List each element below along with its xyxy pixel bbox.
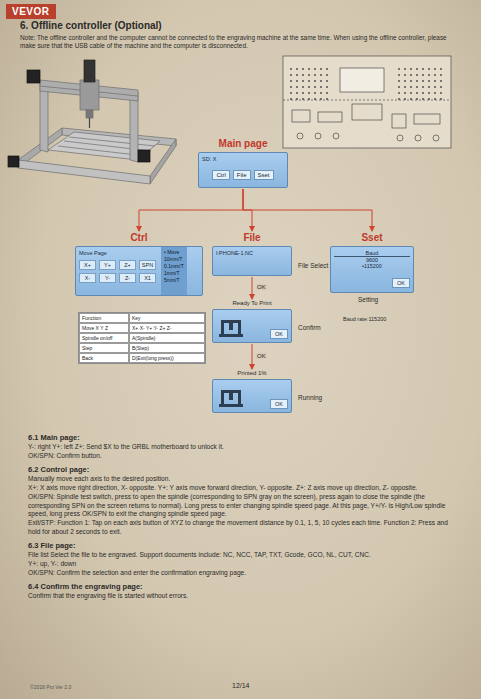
section-heading: 6.2 Control page: (28, 465, 456, 474)
section-heading: 6.4 Confirm the engraving page: (28, 582, 456, 591)
screen-title: Ready To Print (212, 300, 292, 306)
lcd-screen: OK (212, 309, 292, 343)
edge-label: OK (256, 353, 267, 359)
machine-icon (216, 317, 246, 339)
lcd-screen: I:PHONE-1.NC (212, 246, 292, 276)
button-text: File (237, 172, 247, 178)
controller-board (283, 56, 451, 148)
button-text: Ctrl (216, 172, 225, 178)
paragraph: Confirm that the engraving file is start… (28, 592, 456, 601)
setting-title: Baud (334, 250, 410, 257)
page-title: Move Page (79, 250, 156, 256)
footer-version: ©2018 Pro Ver 2.0 (30, 684, 71, 690)
screen-node: Printed 1% OK (212, 370, 292, 413)
menu-button: File (233, 170, 251, 180)
step-option: • Move (164, 249, 184, 255)
screen-title: Main page (198, 138, 288, 149)
axis-button: Y+ (99, 260, 116, 270)
section-title: 6. Offline controller (Optional) (20, 20, 162, 31)
table-cell: Move X Y Z (79, 323, 129, 333)
screen-node: CtrlMove PageX+Y+Z+SPN X-Y-Z-X1 • Move10mm… (75, 232, 203, 296)
ok-button: OK (270, 329, 288, 339)
screen-node: Ready To Print OK (212, 300, 292, 343)
section-heading: 6.1 Main page: (28, 433, 456, 442)
step-panel: • Move10mm/T0.1mm/T1mm/T5mm/T (161, 247, 187, 295)
flow-arrow (252, 344, 253, 369)
side-label: Confirm (298, 324, 321, 331)
ok-row: OK (334, 271, 410, 289)
baud-option: •115200 (334, 263, 410, 269)
lcd-screen: OK (212, 379, 292, 413)
axis-button: Z+ (119, 260, 136, 270)
axis-buttons: X+Y+Z+SPN X-Y-Z-X1 (79, 260, 156, 283)
side-label: File Select (298, 262, 328, 269)
paragraph: Y-: right Y+: left Z+: Send $X to the GR… (28, 443, 456, 452)
machine-icon (216, 387, 246, 409)
axis-button: Y- (99, 273, 116, 283)
step-option: 5mm/T (164, 277, 184, 283)
lcd-screen: SD: X Ctrl File Sset (198, 152, 288, 188)
button-row: Ctrl File Sset (202, 170, 284, 180)
section-heading: 6.3 File page: (28, 541, 456, 550)
screen-title: Ctrl (75, 232, 203, 243)
step-option: 10mm/T (164, 256, 184, 262)
paragraph: Exit/STP: Function 1: Tap on each axis b… (28, 519, 456, 536)
side-label: Setting (358, 296, 378, 303)
screen-title: Sset (330, 232, 414, 243)
table-cell: Function (79, 313, 129, 323)
ok-button: OK (392, 278, 410, 288)
menu-button: Sset (254, 170, 274, 180)
button-area: Move PageX+Y+Z+SPN X-Y-Z-X1 (79, 247, 156, 295)
baud-option: 9600 (334, 257, 410, 263)
screen-title: Printed 1% (212, 370, 292, 376)
paragraph: Manually move each axis to the desired p… (28, 475, 456, 484)
screen-node: SsetBaud9600•115200OK (330, 232, 414, 293)
note-text: Note: The offline controller and the com… (20, 34, 460, 51)
table-cell: D(Exit(long press)) (129, 353, 205, 363)
table-cell: X+ X- Y+ Y- Z+ Z- (129, 323, 205, 333)
screen-title: File (212, 232, 292, 243)
step-option: 1mm/T (164, 270, 184, 276)
table-cell: Step (79, 343, 129, 353)
lcd-screen: Move PageX+Y+Z+SPN X-Y-Z-X1 • Move10mm/T0.… (75, 246, 203, 296)
step-option: 0.1mm/T (164, 263, 184, 269)
axis-button: X- (79, 273, 96, 283)
key-table: FunctionKeyMove X Y ZX+ X- Y+ Y- Z+ Z-Sp… (78, 312, 206, 364)
status-text: SD: X (202, 156, 284, 162)
paragraph: X+: X axis move right direction, X- oppo… (28, 484, 456, 493)
menu-button: Ctrl (212, 170, 229, 180)
paragraph: OK/SPN: Spindle test switch, press to op… (28, 493, 456, 519)
button-text: Sset (258, 172, 270, 178)
flow-arrow (252, 277, 253, 299)
table-cell: Key (129, 313, 205, 323)
paragraph: OK/SPN: Confirm the selection and enter … (28, 569, 456, 578)
table-cell: Spindle on/off (79, 333, 129, 343)
flow-arrow (139, 189, 243, 231)
axis-button: Z- (119, 273, 136, 283)
table-cell: A(Spindle) (129, 333, 205, 343)
paragraph: Y+: up, Y-: down (28, 560, 456, 569)
paragraph: OK/SPN: Confirm button. (28, 452, 456, 461)
flow-arrow (243, 189, 372, 231)
paragraph: File list Select the file to be engraved… (28, 551, 456, 560)
cnc-machine (8, 60, 176, 184)
axis-button: X+ (79, 260, 96, 270)
screen-node: FileI:PHONE-1.NC (212, 232, 292, 276)
table-cell: B(Step) (129, 343, 205, 353)
axis-button: SPN (139, 260, 156, 270)
side-label: Baud rate:115200 (343, 316, 386, 322)
axis-button: X1 (139, 273, 156, 283)
side-label: Running (298, 394, 322, 401)
edge-label: OK (256, 284, 267, 290)
body-text: 6.1 Main page:Y-: right Y+: left Z+: Sen… (28, 428, 456, 601)
lcd-screen: Baud9600•115200OK (330, 246, 414, 293)
brand-logo: VEVOR (6, 4, 56, 19)
page-number: 12/14 (232, 682, 250, 689)
screen-node: Main pageSD: X Ctrl File Sset (198, 138, 288, 188)
file-name: I:PHONE-1.NC (216, 250, 288, 256)
ok-button: OK (270, 399, 288, 409)
table-cell: Back (79, 353, 129, 363)
